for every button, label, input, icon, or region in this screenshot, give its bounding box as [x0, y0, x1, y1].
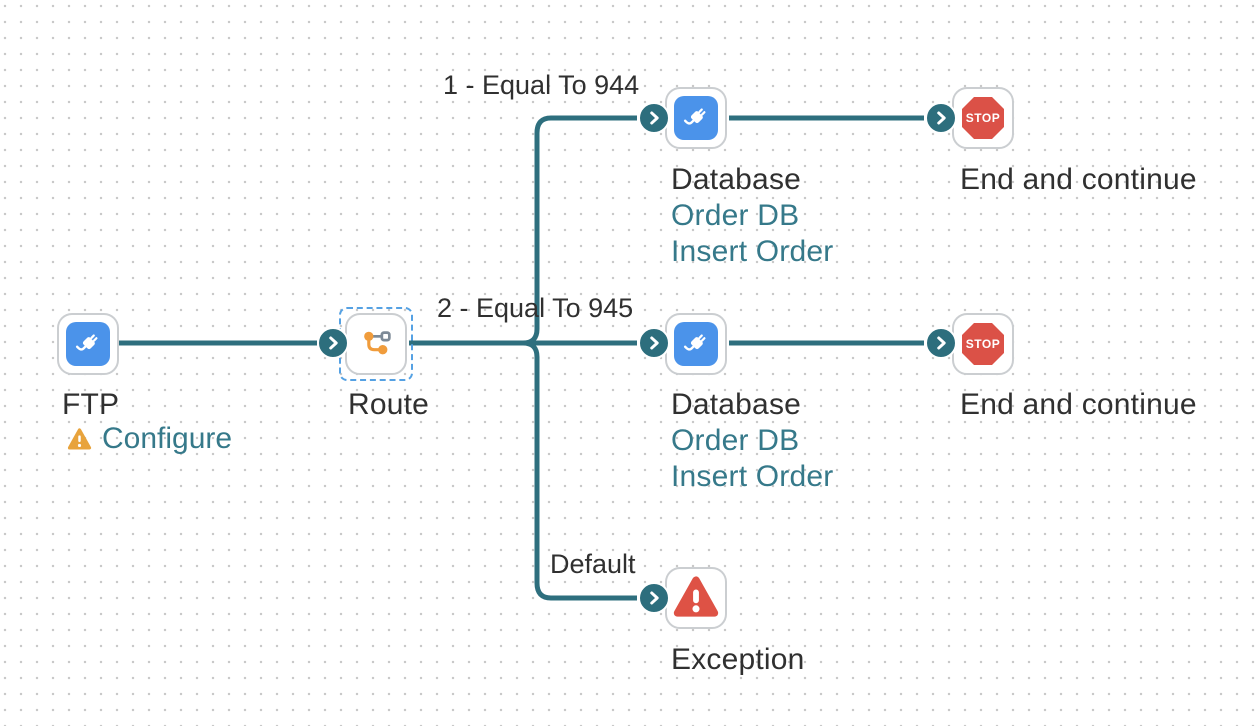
input-port-database-2[interactable] [638, 327, 670, 359]
input-port-route[interactable] [317, 327, 349, 359]
ftp-configure-status[interactable]: Configure [66, 422, 232, 456]
plug-icon [674, 96, 718, 140]
node-route[interactable] [345, 313, 407, 375]
database-2-labels: Database Order DB Insert Order [671, 387, 833, 495]
node-exception[interactable] [665, 567, 727, 629]
node-label-route: Route [348, 388, 430, 421]
node-database-2[interactable] [665, 313, 727, 375]
stop-sign-icon: STOP [962, 97, 1004, 139]
endpoint-link[interactable]: Order DB [671, 424, 800, 457]
stop-text: STOP [966, 337, 1000, 351]
node-label-end-and-continue-2: End and continue [960, 388, 1197, 421]
wire-route-to-default [522, 340, 637, 601]
stop-text: STOP [966, 111, 1000, 125]
route-branch-label-2[interactable]: 2 - Equal To 945 [437, 293, 634, 323]
route-branch-label-default[interactable]: Default [550, 549, 636, 579]
route-icon [364, 331, 391, 355]
node-label-database: Database [671, 388, 802, 421]
input-port-database-1[interactable] [638, 102, 670, 134]
node-label-ftp: FTP [62, 388, 120, 421]
plug-icon [66, 322, 110, 366]
activity-link[interactable]: Insert Order [671, 235, 834, 268]
configure-link[interactable]: Configure [102, 422, 233, 455]
exception-triangle-icon [673, 576, 719, 617]
node-end-and-continue-2[interactable]: STOP [952, 313, 1014, 375]
chevron-right-icon [329, 336, 338, 350]
input-port-end-2[interactable] [925, 327, 957, 359]
chevron-right-icon [937, 111, 946, 125]
warning-triangle-icon [67, 427, 92, 450]
stop-sign-icon: STOP [962, 323, 1004, 365]
database-1-labels: Database Order DB Insert Order [671, 162, 833, 270]
node-label-database: Database [671, 163, 802, 196]
node-end-and-continue-1[interactable]: STOP [952, 87, 1014, 149]
node-database-1[interactable] [665, 87, 727, 149]
plug-icon [674, 322, 718, 366]
wire-route-to-branch1 [522, 115, 637, 346]
chevron-right-icon [650, 111, 659, 125]
endpoint-link[interactable]: Order DB [671, 199, 800, 232]
route-branch-label-1[interactable]: 1 - Equal To 944 [443, 70, 640, 100]
activity-link[interactable]: Insert Order [671, 460, 834, 493]
chevron-right-icon [650, 591, 659, 605]
node-label-end-and-continue-1: End and continue [960, 163, 1197, 196]
input-port-exception[interactable] [638, 582, 670, 614]
chevron-right-icon [937, 336, 946, 350]
input-port-end-1[interactable] [925, 102, 957, 134]
chevron-right-icon [650, 336, 659, 350]
node-label-exception: Exception [671, 643, 805, 676]
node-ftp[interactable] [57, 313, 119, 375]
